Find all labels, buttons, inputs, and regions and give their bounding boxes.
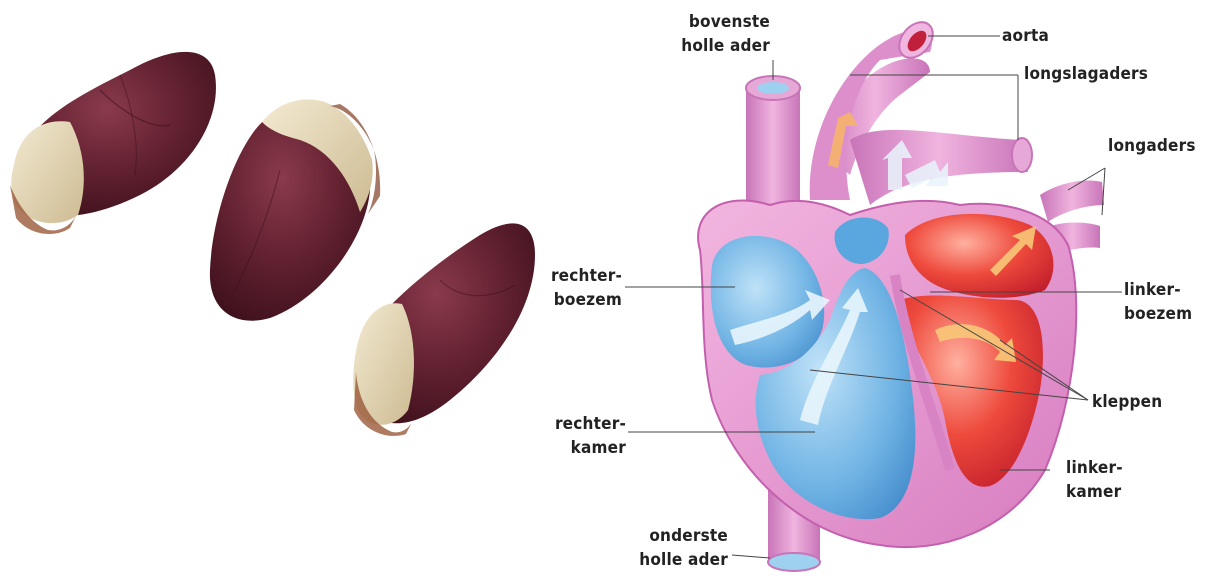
label-onderste-holle-ader: onderste holle ader — [604, 524, 728, 572]
pulmonary-vein-1 — [1040, 181, 1104, 222]
chicken-heart-2 — [210, 99, 380, 320]
pulmonary-artery-right — [850, 130, 1028, 205]
label-aorta: aorta — [1002, 24, 1049, 48]
label-longaders: longaders — [1108, 134, 1196, 158]
chicken-heart-1 — [10, 52, 216, 234]
label-rechterkamer: rechter- kamer — [546, 412, 626, 460]
label-linkerkamer: linker- kamer — [1066, 456, 1123, 504]
chicken-heart-3 — [353, 223, 535, 436]
label-linkerboezem: linker- boezem — [1124, 278, 1192, 326]
label-rechterboezem: rechter- boezem — [540, 264, 622, 312]
heart-diagram — [625, 16, 1122, 571]
label-bovenste-holle-ader: bovenste holle ader — [646, 10, 770, 58]
label-kleppen: kleppen — [1092, 390, 1162, 414]
label-longslagaders: longslagaders — [1024, 62, 1148, 86]
